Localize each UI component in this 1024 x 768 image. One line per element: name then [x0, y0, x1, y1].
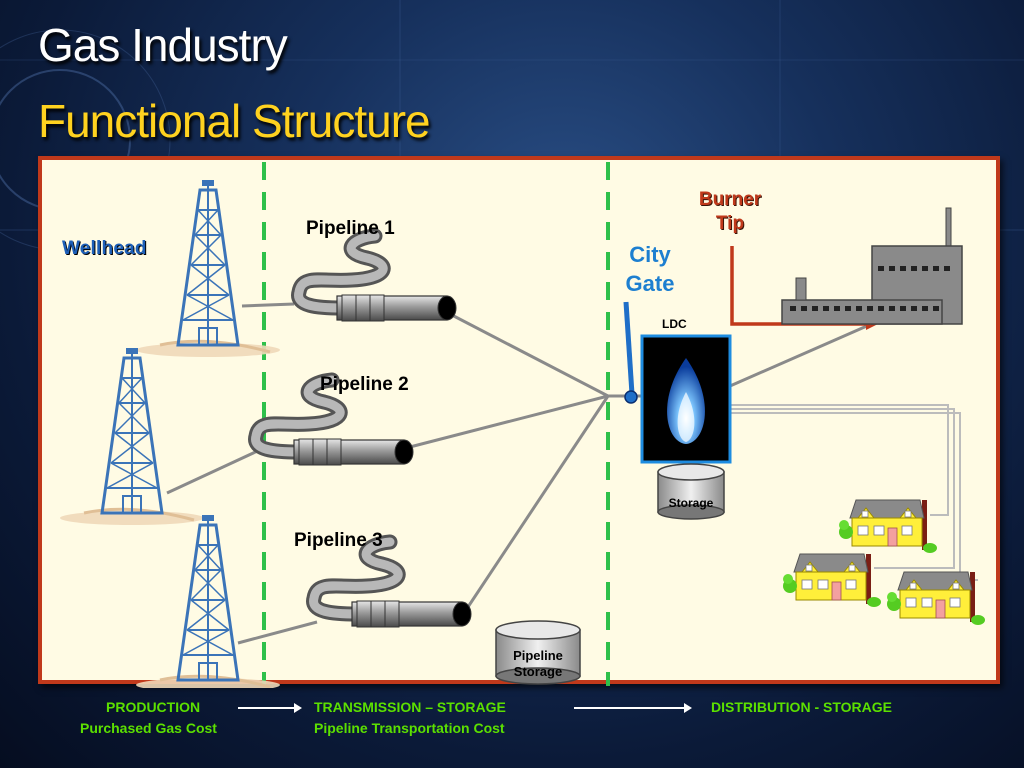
pipeline-3-graphic: [314, 542, 471, 627]
city-gate-label: City Gate: [612, 240, 688, 298]
wellhead-derrick-3: [134, 513, 282, 688]
pipeline-storage-line2: Storage: [513, 664, 563, 679]
footer-distribution: DISTRIBUTION - STORAGE: [711, 699, 892, 715]
footer-purchased-gas-cost: Purchased Gas Cost: [80, 720, 217, 736]
pipeline-1-graphic: [299, 236, 456, 321]
pipeline-3-label: Pipeline 3: [294, 530, 383, 551]
diagram-panel: Wellhead Pipeline 1 Pipeline 2 Pipeline …: [38, 156, 1000, 688]
footer-pipeline-transport-cost: Pipeline Transportation Cost: [314, 720, 505, 736]
footer-transmission: TRANSMISSION – STORAGE: [314, 699, 506, 715]
house-3: [886, 571, 986, 626]
house-1: [838, 499, 938, 554]
ldc-flame-box: [640, 334, 732, 464]
wellhead-derrick-2: [58, 346, 206, 527]
ldc-label: LDC: [662, 317, 687, 331]
pipeline-storage-label: Pipeline Storage: [496, 648, 580, 680]
footer-production: PRODUCTION: [106, 699, 201, 715]
city-gate-line1: City: [629, 242, 671, 267]
storage-tank: [657, 463, 725, 520]
slide-subtitle: Functional Structure: [38, 95, 431, 147]
pipeline-2-label: Pipeline 2: [320, 374, 409, 395]
storage-label: Storage: [668, 496, 714, 510]
factory-building: [781, 207, 963, 325]
burner-tip-line1: Burner: [698, 189, 762, 210]
footer-arrow-2: [574, 703, 692, 713]
pipeline-1-label: Pipeline 1: [306, 218, 395, 239]
city-gate-valve: [624, 390, 638, 404]
burner-tip-label: Burner Tip: [682, 188, 778, 236]
wellhead-label: Wellhead: [62, 238, 147, 259]
city-gate-line2: Gate: [625, 271, 675, 296]
burner-tip-line2: Tip: [715, 213, 745, 234]
wellhead-derrick-1: [134, 178, 282, 359]
city-gate-pipe: [623, 301, 635, 395]
pipeline-storage-tank: [495, 620, 581, 685]
footer-arrow-1: [238, 703, 302, 713]
diagram-graphics: [58, 162, 986, 688]
house-2: [782, 553, 882, 608]
pipeline-storage-line1: Pipeline: [513, 648, 563, 663]
slide-title: Gas Industry: [38, 19, 288, 71]
